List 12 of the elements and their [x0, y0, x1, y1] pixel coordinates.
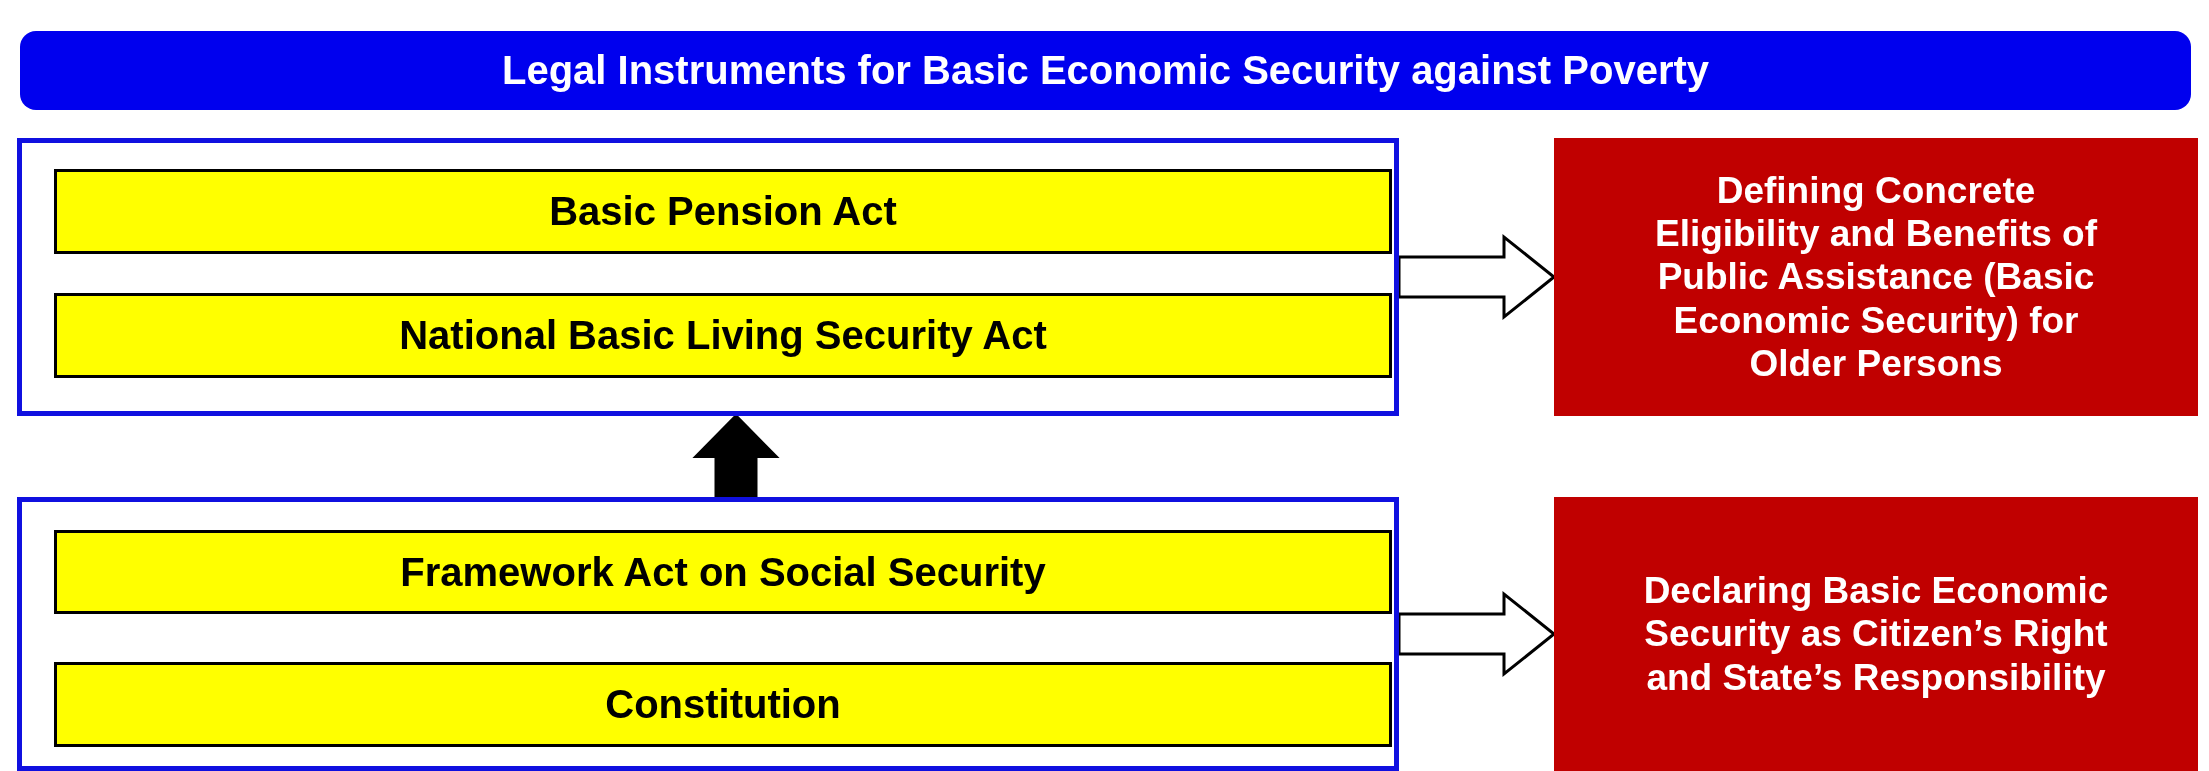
group-frame [17, 138, 1399, 416]
law-box: Constitution [54, 662, 1392, 747]
description-box: Defining Concrete Eligibility and Benefits of Public Assistance (Basic Economic Security) for Older Persons [1554, 138, 2198, 416]
title-banner: Legal Instruments for Basic Economic Security against Poverty [20, 31, 2191, 110]
law-box: Framework Act on Social Security [54, 530, 1392, 614]
block-arrow [692, 413, 780, 499]
block-arrow [1397, 590, 1557, 678]
group-frame [17, 497, 1399, 771]
law-box: National Basic Living Security Act [54, 293, 1392, 378]
law-box: Basic Pension Act [54, 169, 1392, 254]
block-arrow [1397, 233, 1557, 321]
description-box: Declaring Basic Economic Security as Citizen’s Right and State’s Responsibility [1554, 497, 2198, 771]
